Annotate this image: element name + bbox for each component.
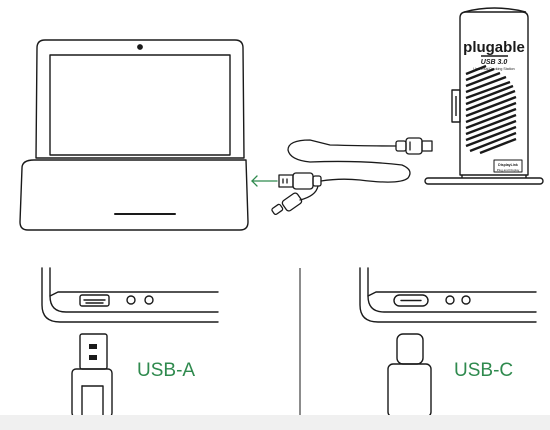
usb-c-adapter bbox=[271, 192, 303, 216]
port-indicator-a1 bbox=[126, 295, 136, 305]
dock-brand-logo: plugable bbox=[463, 39, 525, 56]
laptop-edge-profile-a bbox=[41, 267, 219, 323]
laptop-illustration bbox=[19, 39, 249, 231]
usb-c-label: USB-C bbox=[454, 360, 513, 381]
usb-a-panel bbox=[41, 267, 219, 418]
usb-c-panel bbox=[359, 267, 537, 418]
laptop-camera bbox=[137, 44, 143, 50]
laptop-lid bbox=[35, 39, 245, 159]
port-indicator-c2 bbox=[461, 295, 471, 305]
bottom-band bbox=[0, 415, 550, 430]
dock-stand bbox=[424, 177, 544, 185]
dock-badge bbox=[493, 159, 523, 173]
usb-a-plug-cable-end bbox=[278, 172, 322, 190]
dock-badge-plug-display: Plug and Display bbox=[497, 168, 520, 172]
usb-a-plug bbox=[71, 333, 113, 418]
dock-tower bbox=[459, 11, 529, 176]
dock-model-text: USB 3.0 bbox=[481, 59, 508, 66]
usb-a-port bbox=[79, 294, 110, 307]
usb-c-plug bbox=[387, 333, 432, 418]
dock-side-panel bbox=[451, 89, 461, 123]
usb-a-label: USB-A bbox=[137, 360, 195, 381]
laptop-screen bbox=[49, 54, 231, 156]
usb-b-plug bbox=[395, 137, 433, 155]
port-indicator-c1 bbox=[445, 295, 455, 305]
dock-vents bbox=[465, 64, 517, 155]
docking-station bbox=[424, 7, 544, 185]
port-indicator-a2 bbox=[144, 295, 154, 305]
usb-c-port bbox=[393, 294, 429, 307]
usb-cable bbox=[271, 137, 433, 216]
dock-badge-displaylink: DisplayLink bbox=[498, 163, 518, 167]
arrow-left-icon bbox=[251, 175, 278, 187]
dock-subtitle-text: Universal Docking Station bbox=[473, 67, 514, 71]
laptop-base bbox=[19, 159, 249, 231]
laptop-edge-profile-c bbox=[359, 267, 537, 323]
